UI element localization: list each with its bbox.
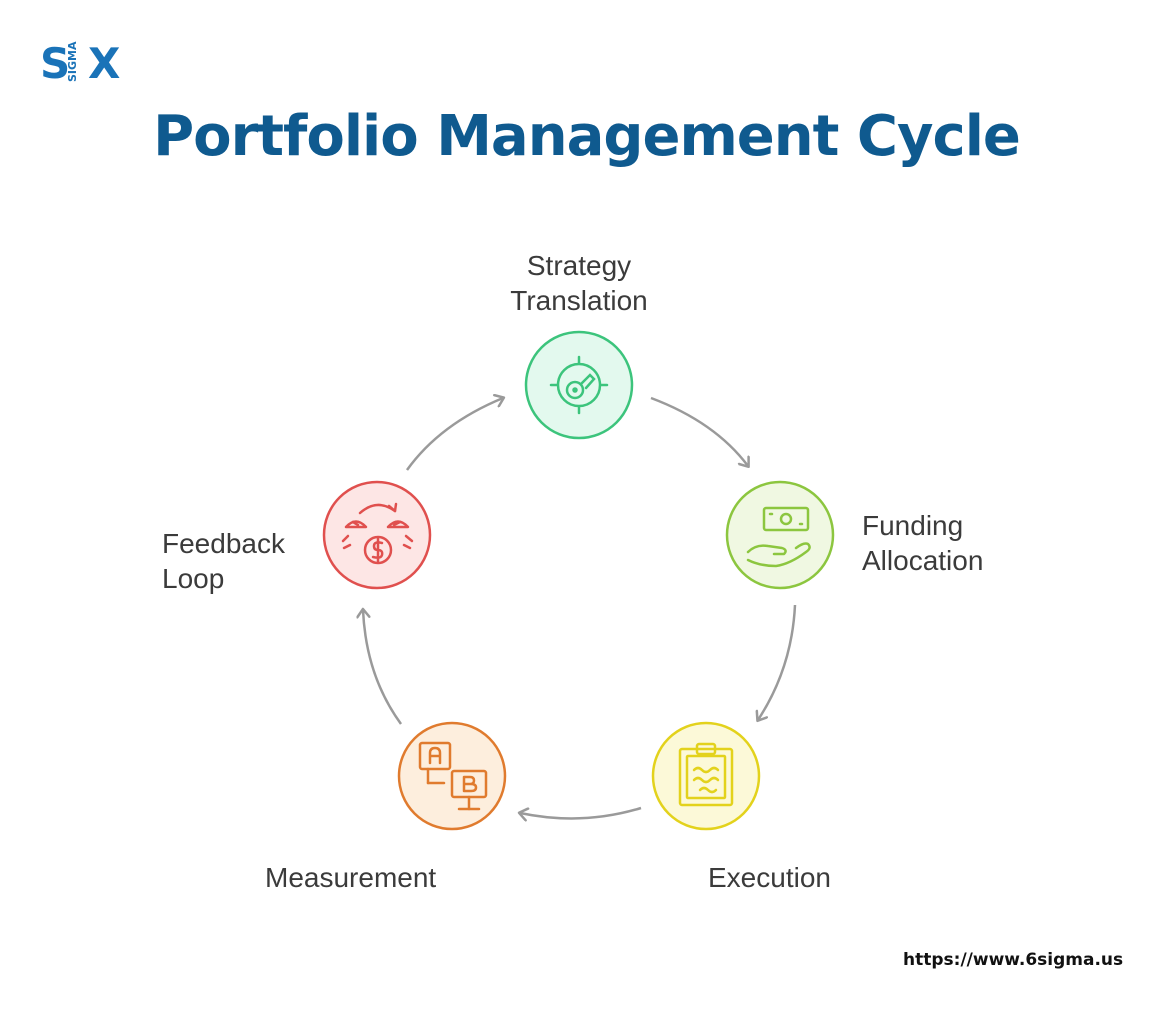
ab-test-icon [418,741,488,811]
logo-sigma-text: SIGMA [66,41,79,82]
arrow-measurement-to-feedback [363,610,403,725]
logo-letter-x: X [88,40,120,84]
logo-letter-s: S [40,40,70,84]
step-label-feedback: Feedback Loop [162,528,285,594]
arrow-strategy-to-funding [650,396,748,466]
step-label-measurement: Measurement [265,862,437,893]
arrow-funding-to-execution [758,604,797,720]
step-node-strategy [524,330,634,440]
footer-url[interactable]: https://www.6sigma.us [903,950,1124,970]
money-hand-icon [746,506,811,568]
arrow-feedback-to-strategy [405,398,503,471]
target-dial-icon [549,355,609,415]
step-node-execution [651,721,761,831]
step-node-measurement [397,721,507,831]
step-label-execution: Execution [708,862,831,893]
arrow-execution-to-measurement [520,806,642,818]
money-cycle-icon [341,502,414,565]
step-node-funding [725,480,835,590]
sixsigma-logo: S X SIGMA [40,40,120,84]
step-label-strategy: Strategy Translation [510,250,648,316]
clipboard-icon [678,742,734,807]
page-title: Portfolio Management Cycle [153,104,1021,169]
step-label-funding: Funding Allocation [862,510,984,576]
step-node-feedback [322,480,432,590]
